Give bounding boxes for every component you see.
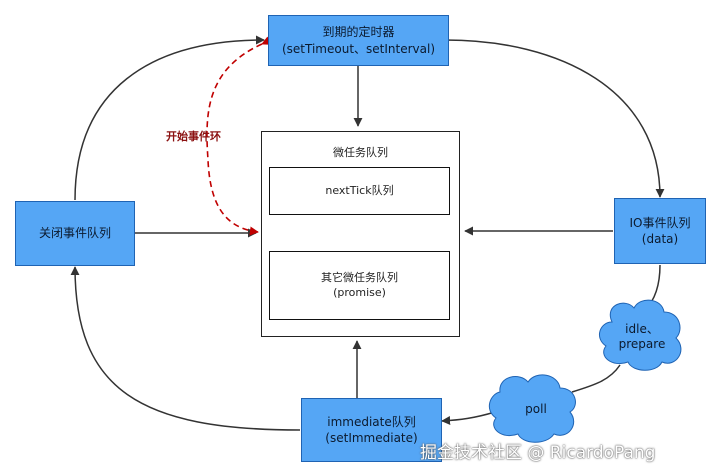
arrow-start-loop bbox=[206, 36, 272, 236]
io-subtitle: (data) bbox=[641, 232, 679, 246]
close-title: 关闭事件队列 bbox=[38, 226, 111, 241]
poll-line1: poll bbox=[525, 402, 547, 416]
io-title: IO事件队列 bbox=[629, 215, 691, 230]
arrow-close-to-timers bbox=[74, 35, 265, 201]
other-microtask-queue: 其它微任务队列 (promise) bbox=[269, 251, 450, 320]
arrow-poll-to-immediate bbox=[441, 411, 496, 426]
start-loop-label: 开始事件环 bbox=[166, 130, 221, 143]
arrow-idle-to-poll bbox=[571, 364, 621, 393]
idle-line2: prepare bbox=[618, 337, 666, 351]
cloud-poll-shape bbox=[488, 374, 576, 443]
idle-line1: idle、 bbox=[625, 322, 659, 336]
timers-subtitle: (setTimeout、setInterval) bbox=[281, 41, 436, 56]
close-node: 关闭事件队列 bbox=[15, 201, 135, 266]
idle-cloud-label: idle、 prepare bbox=[600, 322, 684, 352]
other-microtask-title: 其它微任务队列 bbox=[321, 270, 398, 284]
poll-cloud-label: poll bbox=[496, 402, 576, 417]
cloud-idle-shape bbox=[598, 299, 682, 371]
timers-title: 到期的定时器 bbox=[322, 25, 395, 40]
timers-node: 到期的定时器 (setTimeout、setInterval) bbox=[268, 15, 449, 66]
immediate-title: immediate队列 bbox=[327, 414, 416, 429]
arrow-immediate-to-close bbox=[70, 266, 301, 431]
microtask-title: 微任务队列 bbox=[333, 146, 388, 159]
nexttick-queue: nextTick队列 bbox=[269, 167, 450, 215]
immediate-subtitle: (setImmediate) bbox=[325, 431, 418, 445]
nexttick-label: nextTick队列 bbox=[325, 183, 394, 197]
other-microtask-subtitle: (promise) bbox=[333, 285, 386, 299]
watermark: 掘金技术社区 @ RicardoPang bbox=[420, 443, 656, 463]
arrow-timers-to-io bbox=[444, 39, 665, 198]
io-node: IO事件队列 (data) bbox=[614, 198, 706, 264]
immediate-node: immediate队列 (setImmediate) bbox=[301, 398, 442, 462]
